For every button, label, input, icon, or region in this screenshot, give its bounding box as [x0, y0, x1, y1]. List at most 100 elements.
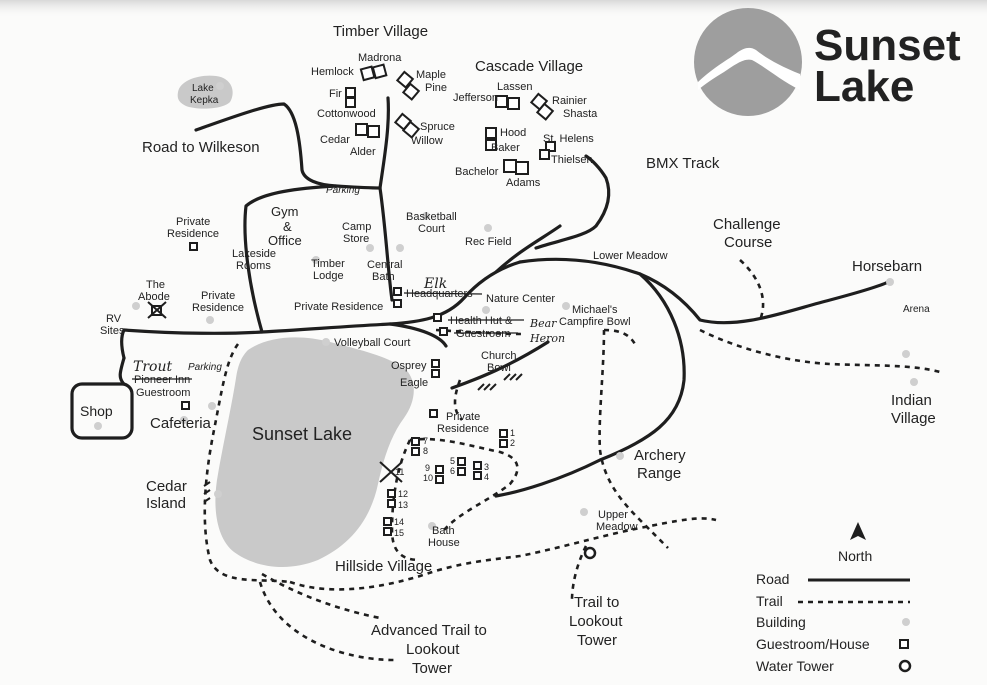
- num-2: 2: [510, 438, 515, 448]
- label-church-1: Church: [481, 350, 516, 362]
- place-labels: Timber Village Cascade Village Road to W…: [80, 23, 936, 677]
- water-tower-icon: [583, 546, 597, 560]
- label-lake-kepka-1: Lake: [192, 83, 214, 94]
- cabin-baker: Baker: [491, 142, 520, 154]
- label-private-res-nw-1: Private: [176, 216, 210, 228]
- cabin-thielsen: Thielsen: [551, 154, 593, 166]
- cabin-labels: Madrona Hemlock Maple Pine Fir Cottonwoo…: [311, 52, 598, 189]
- hillside-numbers: 1 2 3 4 5 6 7 8 9 10 11 12 13 14 15: [394, 428, 515, 538]
- cabin-pine: Pine: [425, 82, 447, 94]
- label-health-hut: Health Hut &: [450, 315, 513, 327]
- label-upper-meadow-1: Upper: [598, 509, 628, 521]
- label-camp-store-2: Store: [343, 233, 369, 245]
- north-arrow-icon: [850, 522, 866, 540]
- label-trout-edit: Trout: [133, 359, 172, 375]
- label-lower-meadow: Lower Meadow: [593, 250, 668, 262]
- cabin-hemlock: Hemlock: [311, 66, 354, 78]
- label-gym-3: Office: [268, 233, 302, 248]
- cabin-hood: Hood: [500, 127, 526, 139]
- cabin-rainier: Rainier: [552, 95, 587, 107]
- num-8: 8: [423, 446, 428, 456]
- label-rv-2: Sites: [100, 325, 125, 337]
- label-basketball-2: Court: [418, 223, 445, 235]
- legend-road-label: Road: [756, 571, 789, 587]
- label-lakeside-2: Rooms: [236, 260, 271, 272]
- legend: Road Trail Building Guestroom/House Wate…: [756, 571, 912, 674]
- label-camp-store-1: Camp: [342, 221, 371, 233]
- cabin-cottonwood: Cottonwood: [317, 108, 376, 120]
- num-4: 4: [484, 472, 489, 482]
- num-1: 1: [510, 428, 515, 438]
- roads: [70, 96, 890, 498]
- label-trail-lookout-2: Lookout: [569, 613, 623, 630]
- legend-water-tower-label: Water Tower: [756, 658, 834, 674]
- north-arrow: North: [838, 522, 872, 564]
- label-rec-field: Rec Field: [465, 236, 511, 248]
- label-cascade-village: Cascade Village: [475, 58, 583, 75]
- label-central-bath-2: Bath: [372, 271, 395, 283]
- label-pioneer-inn: Pioneer Inn: [134, 374, 190, 386]
- logo-circle: [694, 8, 802, 116]
- label-pioneer-guestroom: Guestroom: [136, 387, 190, 399]
- label-guestroom-hh: Guestroom: [456, 328, 510, 340]
- shop-outline: [70, 382, 134, 440]
- label-michaels-1: Michael's: [572, 304, 618, 316]
- label-timber-lodge-2: Lodge: [313, 270, 344, 282]
- label-gym-1: Gym: [271, 204, 298, 219]
- label-private-res-w-2: Residence: [192, 302, 244, 314]
- legend-building-dot: [902, 618, 910, 626]
- label-private-res-s-2: Residence: [437, 423, 489, 435]
- legend-guestroom-label: Guestroom/House: [756, 636, 870, 652]
- label-parking-north: Parking: [326, 185, 360, 196]
- sunset-lake-logo: Sunset Lake: [694, 8, 961, 116]
- mountain-icon: [698, 47, 800, 90]
- label-eagle: Eagle: [400, 377, 428, 389]
- north-label: North: [838, 548, 872, 564]
- label-advanced-trail-3: Tower: [412, 660, 452, 677]
- label-michaels-2: Campfire Bowl: [559, 316, 631, 328]
- label-hillside-village: Hillside Village: [335, 558, 432, 575]
- label-indian-2: Village: [891, 410, 936, 427]
- label-osprey: Osprey: [391, 360, 427, 372]
- num-15: 15: [394, 528, 404, 538]
- label-advanced-trail-2: Lookout: [406, 641, 460, 658]
- cabin-cedar: Cedar: [320, 134, 350, 146]
- label-central-bath-1: Central: [367, 259, 402, 271]
- label-abode-2: Abode: [138, 291, 170, 303]
- label-private-res-s-1: Private: [446, 411, 480, 423]
- label-parking-west: Parking: [188, 362, 222, 373]
- num-9: 9: [425, 463, 430, 473]
- label-advanced-trail-1: Advanced Trail to: [371, 622, 487, 639]
- logo-line-1: Sunset: [814, 21, 961, 70]
- label-private-res-nw-2: Residence: [167, 228, 219, 240]
- label-archery-1: Archery: [634, 447, 686, 464]
- label-cafeteria: Cafeteria: [150, 415, 212, 432]
- label-basketball-1: Basketball: [406, 211, 457, 223]
- num-7: 7: [423, 436, 428, 446]
- label-bmx-track: BMX Track: [646, 155, 720, 172]
- label-rv-1: RV: [106, 313, 122, 325]
- label-bear-edit: Bear: [529, 317, 557, 330]
- label-volleyball: Volleyball Court: [334, 337, 410, 349]
- trails: [203, 259, 941, 662]
- cabin-spruce: Spruce: [420, 121, 455, 133]
- label-headquarters-edit: Elk: [423, 276, 447, 292]
- buildings: [94, 82, 918, 530]
- label-archery-2: Range: [637, 465, 681, 482]
- label-church-2: Bowl: [487, 362, 511, 374]
- label-horsebarn: Horsebarn: [852, 258, 922, 275]
- cabin-fir: Fir: [329, 88, 342, 100]
- label-lakeside-1: Lakeside: [232, 248, 276, 260]
- label-cedar-island-2: Island: [146, 495, 186, 512]
- legend-water-tower-icon: [898, 659, 912, 673]
- cabin-shasta: Shasta: [563, 108, 598, 120]
- label-bath-house-1: Bath: [432, 525, 455, 537]
- label-challenge-1: Challenge: [713, 216, 781, 233]
- label-trail-lookout-3: Tower: [577, 632, 617, 649]
- label-upper-meadow-2: Meadow: [596, 521, 638, 533]
- cabin-jefferson: Jefferson: [453, 92, 498, 104]
- legend-guestroom-square: [899, 639, 909, 649]
- cabin-alder: Alder: [350, 146, 376, 158]
- crossed-out-marks: [147, 301, 403, 483]
- label-nature-center: Nature Center: [486, 293, 555, 305]
